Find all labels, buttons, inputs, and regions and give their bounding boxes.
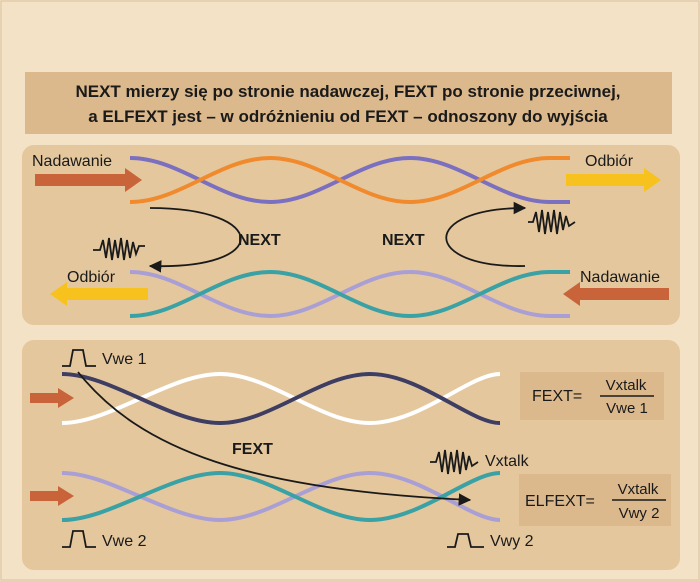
- formula-fext-lhs: FEXT=: [532, 388, 582, 405]
- formula-fext-box: FEXT= Vxtalk Vwe 1: [520, 372, 664, 420]
- pulse-icon-vwe2: [62, 530, 96, 548]
- upper-pair-orange-wire: [129, 155, 570, 205]
- fext-arrow: [77, 371, 472, 506]
- label-vwe2: Vwe 2: [102, 533, 147, 550]
- transmit-arrow-top-left: [35, 168, 142, 192]
- title-line-1: NEXT mierzy się po stronie nadawczej, FE…: [75, 82, 620, 101]
- formula-fext-denominator: Vwe 1: [606, 400, 648, 417]
- input-arrow-pair2: [30, 486, 74, 506]
- fext-label: FEXT: [232, 441, 273, 458]
- pulse-icon-vwy2: [447, 533, 484, 548]
- pulse-icon-vwe1: [62, 349, 96, 367]
- formula-elfext-numerator: Vxtalk: [618, 481, 659, 498]
- label-tx-right: Nadawanie: [580, 269, 660, 286]
- noise-icon-left: [93, 237, 145, 261]
- next-right-curve-arrow: [445, 201, 527, 267]
- label-rx-right: Odbiór: [585, 153, 634, 170]
- pair2-teal-wire: [61, 470, 501, 523]
- formula-fext-numerator: Vxtalk: [606, 377, 647, 394]
- formula-elfext-box: ELFEXT= Vxtalk Vwy 2: [519, 474, 671, 526]
- label-vxtalk: Vxtalk: [485, 453, 530, 470]
- noise-icon-right: [528, 209, 576, 235]
- lower-pair-teal-wire: [129, 269, 570, 319]
- noise-icon-vxtalk: [430, 449, 479, 475]
- label-tx-left: Nadawanie: [32, 153, 112, 170]
- label-vwe1: Vwe 1: [102, 351, 147, 368]
- receive-arrow-bottom-left: [50, 282, 148, 306]
- input-arrow-pair1: [30, 388, 74, 408]
- title-box: [25, 72, 672, 134]
- label-rx-left: Odbiór: [67, 269, 116, 286]
- receive-arrow-top-right: [566, 168, 661, 192]
- label-vwy2: Vwy 2: [490, 533, 534, 550]
- next-left-label: NEXT: [238, 232, 281, 249]
- pair1-navy-wire: [61, 371, 501, 426]
- formula-elfext-denominator: Vwy 2: [619, 505, 660, 522]
- transmit-arrow-bottom-right: [563, 282, 669, 306]
- title-line-2: a ELFEXT jest – w odróżnieniu od FEXT – …: [88, 107, 608, 126]
- next-left-curve-arrow: [148, 207, 242, 273]
- formula-elfext-lhs: ELFEXT=: [525, 493, 595, 510]
- next-right-label: NEXT: [382, 232, 425, 249]
